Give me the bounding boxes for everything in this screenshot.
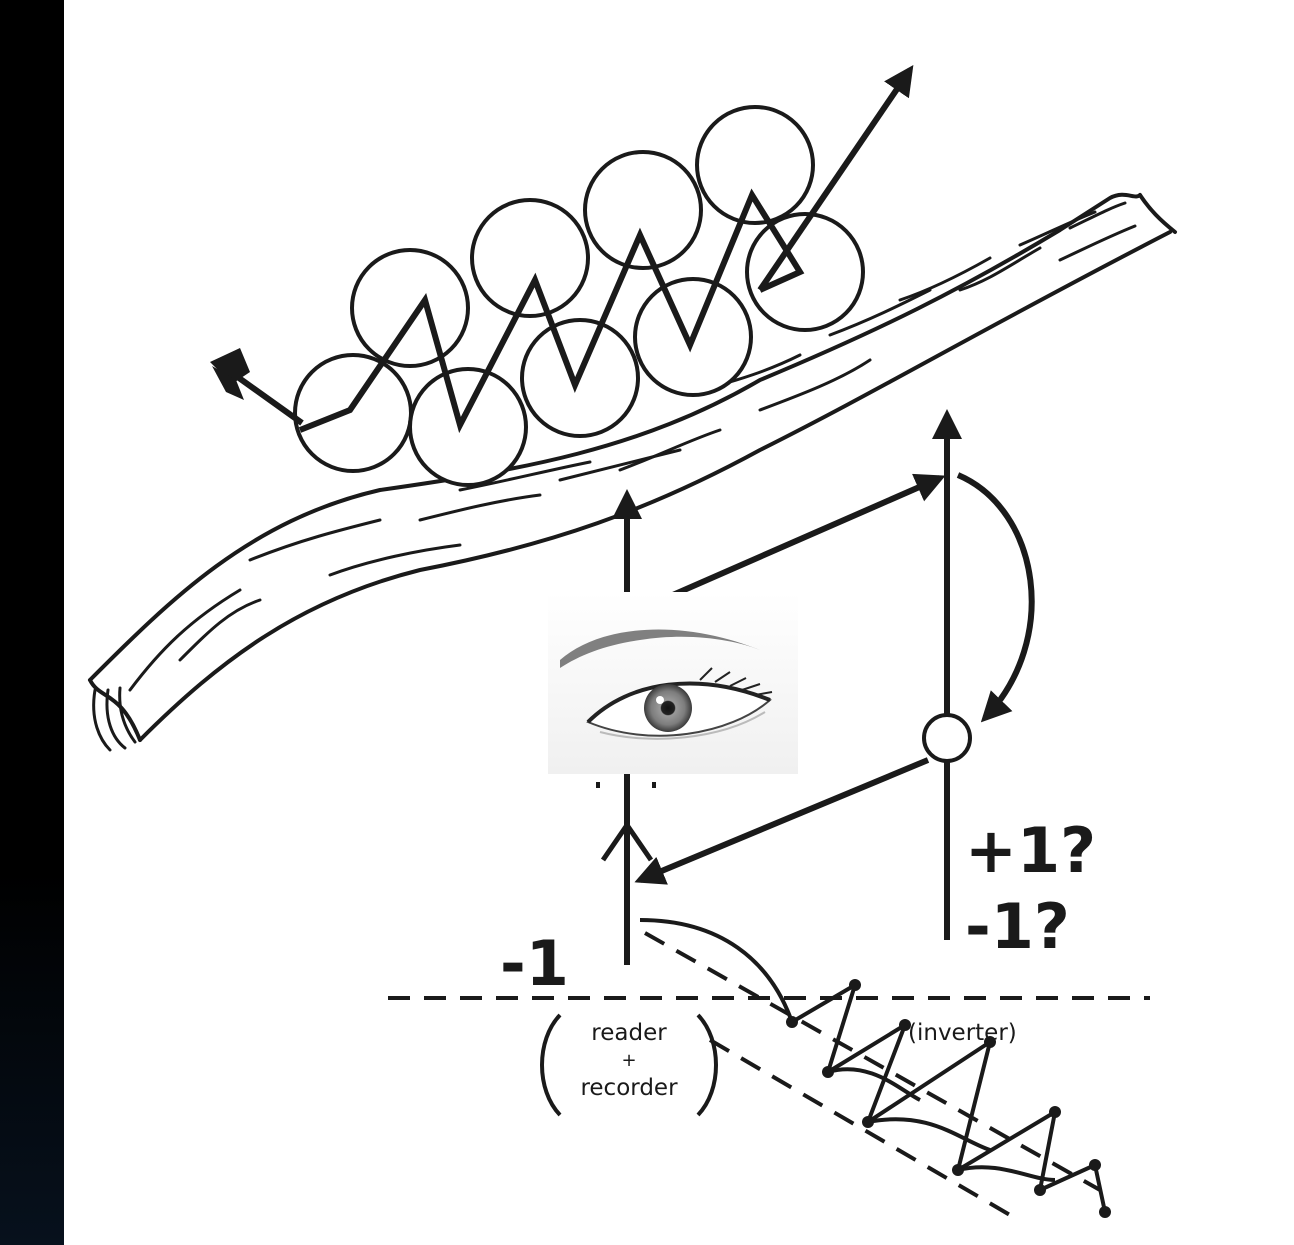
backward-arrow [640, 760, 928, 880]
particle-circles [295, 107, 863, 485]
circle-8 [585, 152, 701, 268]
upper-diagonal-dashed-line [645, 933, 1100, 1190]
beam-right-end [1140, 195, 1175, 232]
circle-7 [472, 200, 588, 316]
plus-label: + [621, 1050, 636, 1071]
circle-6 [352, 250, 468, 366]
minus-one-question-label: -1? [965, 890, 1070, 963]
arrow-fletching-icon [210, 348, 250, 400]
circle-5 [747, 214, 863, 330]
right-paren [698, 1015, 716, 1115]
minus-one-label: -1 [500, 927, 569, 1000]
circle-9 [697, 107, 813, 223]
zigzag-vertex-dots [786, 979, 1111, 1218]
circle-1 [295, 355, 411, 471]
plus-one-question-label: +1? [965, 814, 1096, 887]
left-paren [542, 1015, 560, 1115]
reader-label: reader [591, 1020, 667, 1046]
inverter-label: (inverter) [908, 1020, 1017, 1046]
diagram: +1? -1? -1 reader + recorder (inverter) [64, 0, 1294, 1245]
curved-return-arrow [958, 475, 1032, 718]
dark-left-band [0, 0, 64, 1245]
circle-2 [410, 369, 526, 485]
lower-diagonal-dashed-line [710, 1040, 1010, 1215]
eye-image [548, 592, 798, 774]
recorder-label: recorder [580, 1075, 678, 1101]
inversion-node [924, 715, 970, 761]
